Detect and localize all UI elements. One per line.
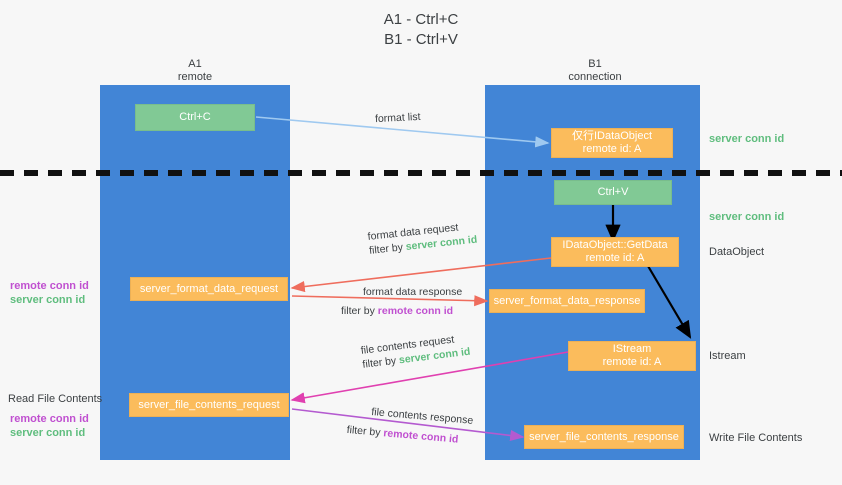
label-istream: Istream <box>709 350 746 362</box>
caption-fcresp-line1: file contents response <box>370 405 474 427</box>
caption-file-contents-response: file contents response filter by remote … <box>346 405 474 448</box>
label-write-file-contents: Write File Contents <box>709 432 803 444</box>
node-file-resp-label: server_file_contents_response <box>529 430 679 443</box>
node-server-format-data-request[interactable]: server_format_data_request <box>130 277 288 301</box>
node-ctrl-v[interactable]: Ctrl+V <box>554 180 672 205</box>
caption-fdresp-line1: format data response <box>363 286 463 298</box>
node-fmt-req-label: server_format_data_request <box>139 282 279 295</box>
caption-fdresp-line2: filter by remote conn id <box>341 304 462 318</box>
caption-format-list-line1: format list <box>374 110 421 126</box>
title-line-2: B1 - Ctrl+V <box>384 31 458 48</box>
caption-file-contents-request: file contents request filter by server c… <box>360 331 471 372</box>
caption-fcresp-prefix: filter by <box>346 423 384 440</box>
node-istream-label: IStream <box>612 343 652 355</box>
caption-fdreq-prefix: filter by <box>368 241 407 257</box>
caption-format-list: format list <box>375 110 421 126</box>
lane-a1-name: A1 <box>188 58 202 70</box>
node-istream[interactable]: IStream remote id: A <box>568 341 696 371</box>
caption-fcresp-line2: filter by remote conn id <box>346 423 472 448</box>
node-idataobject-label: 仅行IDataObject <box>571 130 653 142</box>
label-left-remote-conn-id-1: remote conn id <box>10 280 89 292</box>
lane-header-a1: A1 remote <box>115 58 275 84</box>
phase-divider <box>0 170 842 176</box>
label-left-remote-conn-id-2: remote conn id <box>10 413 89 425</box>
caption-fdresp-prefix: filter by <box>341 305 378 317</box>
caption-fcresp-key: remote conn id <box>382 427 459 446</box>
caption-fcreq-prefix: filter by <box>361 354 400 371</box>
label-left-server-conn-id-2: server conn id <box>10 427 86 439</box>
node-fmt-resp-label: server_format_data_response <box>493 294 641 307</box>
node-idataobject[interactable]: 仅行IDataObject remote id: A <box>551 128 673 158</box>
node-getdata-label: IDataObject::GetData <box>562 239 668 251</box>
lane-b1-name: B1 <box>588 58 602 70</box>
label-server-conn-id-mid: server conn id <box>709 211 785 223</box>
node-idataobject-sub: remote id: A <box>582 143 642 155</box>
lane-a1-sub: remote <box>177 71 213 83</box>
caption-format-data-request: format data request filter by server con… <box>367 219 478 258</box>
lane-b1-sub: connection <box>568 71 622 83</box>
label-left-server-conn-id-1: server conn id <box>10 294 86 306</box>
node-server-format-data-response[interactable]: server_format_data_response <box>489 289 645 313</box>
label-server-conn-id-top: server conn id <box>709 133 785 145</box>
node-idataobject-getdata[interactable]: IDataObject::GetData remote id: A <box>551 237 679 267</box>
diagram-title: A1 - Ctrl+C B1 - Ctrl+V <box>0 10 842 50</box>
node-istream-sub: remote id: A <box>602 356 662 368</box>
node-ctrl-c[interactable]: Ctrl+C <box>135 104 255 131</box>
lane-header-b1: B1 connection <box>515 58 675 84</box>
node-server-file-contents-response[interactable]: server_file_contents_response <box>524 425 684 449</box>
node-ctrl-v-label: Ctrl+V <box>597 186 629 198</box>
node-getdata-sub: remote id: A <box>585 252 645 264</box>
node-file-req-label: server_file_contents_request <box>138 398 280 411</box>
node-ctrl-c-label: Ctrl+C <box>179 111 211 123</box>
label-dataobject: DataObject <box>709 246 765 258</box>
node-server-file-contents-request[interactable]: server_file_contents_request <box>129 393 289 417</box>
caption-fdresp-key: remote conn id <box>377 305 454 317</box>
label-read-file-contents: Read File Contents <box>8 393 103 405</box>
caption-format-data-response: format data response filter by remote co… <box>341 285 463 318</box>
title-line-1: A1 - Ctrl+C <box>383 11 459 28</box>
